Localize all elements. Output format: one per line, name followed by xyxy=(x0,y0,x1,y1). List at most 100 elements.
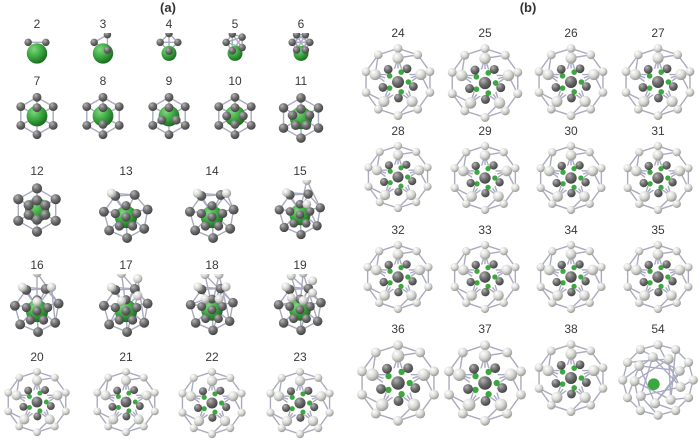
cluster-size-label: 37 xyxy=(478,322,492,336)
panel-label-b: (b) xyxy=(519,0,537,15)
cluster-size-label: 6 xyxy=(297,17,305,31)
cluster-size-label: 25 xyxy=(478,26,492,40)
cluster-38: 38 xyxy=(531,323,611,418)
cluster-size-label: 5 xyxy=(231,17,239,31)
cluster-structure-icon xyxy=(98,188,153,244)
cluster-19: 19 xyxy=(268,259,332,338)
cluster-4: 4 xyxy=(152,18,186,67)
cluster-size-label: 11 xyxy=(294,74,308,88)
cluster-structure-icon xyxy=(361,44,435,120)
cluster-structure-icon xyxy=(444,340,526,426)
cluster-size-label: 22 xyxy=(205,350,219,364)
cluster-structure-icon xyxy=(178,367,246,439)
cluster-size-label: 23 xyxy=(293,350,307,364)
cluster-size-label: 35 xyxy=(651,223,665,237)
cluster-size-label: 19 xyxy=(293,258,307,272)
cluster-size-label: 3 xyxy=(99,17,107,31)
cluster-size-label: 38 xyxy=(564,322,578,336)
cluster-16: 16 xyxy=(4,259,70,340)
cluster-structure-icon xyxy=(214,92,256,140)
cluster-26: 26 xyxy=(531,27,611,122)
cluster-size-label: 24 xyxy=(391,26,405,40)
cluster-structure-icon xyxy=(278,93,324,143)
cluster-size-label: 29 xyxy=(478,124,492,138)
cluster-structure-icon xyxy=(82,92,124,140)
cluster-25: 25 xyxy=(444,27,526,124)
cluster-structure-icon xyxy=(534,340,608,416)
cluster-structure-icon xyxy=(623,141,693,215)
cluster-size-label: 33 xyxy=(478,223,492,237)
cluster-10: 10 xyxy=(209,75,261,142)
cluster-3: 3 xyxy=(86,18,120,67)
cluster-34: 34 xyxy=(533,224,609,315)
cluster-size-label: 27 xyxy=(651,26,665,40)
cluster-size-label: 30 xyxy=(564,124,578,138)
cluster-31: 31 xyxy=(620,125,696,216)
cluster-size-label: 20 xyxy=(30,350,44,364)
cluster-size-label: 21 xyxy=(119,350,133,364)
cluster-11: 11 xyxy=(273,75,329,146)
cluster-size-label: 31 xyxy=(651,124,665,138)
cluster-structure-icon xyxy=(156,33,182,61)
cluster-size-label: 4 xyxy=(165,17,173,31)
cluster-size-label: 7 xyxy=(33,74,41,88)
cluster-29: 29 xyxy=(447,125,523,216)
cluster-size-label: 13 xyxy=(119,164,133,178)
cluster-structure-icon xyxy=(13,183,61,237)
cluster-36: 36 xyxy=(353,323,443,428)
cluster-structure-icon xyxy=(450,141,520,215)
cluster-size-label: 16 xyxy=(30,258,44,272)
cluster-size-label: 32 xyxy=(391,223,405,237)
cluster-9: 9 xyxy=(143,75,195,142)
cluster-size-label: 10 xyxy=(228,74,242,88)
cluster-14: 14 xyxy=(179,165,245,246)
cluster-54: 54 xyxy=(616,323,700,422)
cluster-structure-icon xyxy=(363,240,433,314)
cluster-structure-icon xyxy=(536,240,606,314)
cluster-size-label: 36 xyxy=(391,322,405,336)
cluster-12: 12 xyxy=(7,165,67,240)
cluster-27: 27 xyxy=(618,27,698,122)
cluster-structure-icon xyxy=(184,188,239,244)
cluster-structure-icon xyxy=(98,274,153,338)
cluster-33: 33 xyxy=(447,224,523,315)
cluster-structure-icon xyxy=(623,240,693,314)
cluster-size-label: 28 xyxy=(391,124,405,138)
cluster-size-label: 14 xyxy=(205,164,219,178)
cluster-structure-icon xyxy=(288,33,314,61)
cluster-size-label: 17 xyxy=(119,258,133,272)
cluster-size-label: 34 xyxy=(564,223,578,237)
cluster-2: 2 xyxy=(20,18,54,67)
cluster-structure-icon xyxy=(364,141,432,213)
cluster-24: 24 xyxy=(358,27,438,122)
cluster-size-label: 9 xyxy=(165,74,173,88)
cluster-structure-icon xyxy=(357,340,439,426)
cluster-size-label: 18 xyxy=(205,258,219,272)
cluster-22: 22 xyxy=(175,351,249,440)
cluster-size-label: 54 xyxy=(651,322,665,336)
cluster-17: 17 xyxy=(93,259,159,340)
cluster-structure-icon xyxy=(24,38,50,64)
cluster-structure-icon xyxy=(222,33,246,61)
cluster-size-label: 26 xyxy=(564,26,578,40)
cluster-7: 7 xyxy=(11,75,63,142)
cluster-structure-icon xyxy=(93,367,159,437)
cluster-size-label: 2 xyxy=(33,17,41,31)
cluster-structure-icon xyxy=(9,274,64,338)
cluster-23: 23 xyxy=(263,351,337,440)
cluster-structure-icon xyxy=(90,33,114,64)
cluster-structure-icon xyxy=(534,44,608,120)
cluster-21: 21 xyxy=(90,351,162,438)
cluster-size-label: 8 xyxy=(99,74,107,88)
cluster-structure-icon xyxy=(185,274,238,336)
cluster-size-label: 12 xyxy=(30,164,44,178)
cluster-20: 20 xyxy=(1,351,73,438)
cluster-32: 32 xyxy=(360,224,436,315)
cluster-37: 37 xyxy=(440,323,530,428)
cluster-structure-icon xyxy=(447,44,523,122)
cluster-28: 28 xyxy=(361,125,435,214)
cluster-structure-icon xyxy=(4,367,70,437)
cluster-structure-icon xyxy=(621,44,695,120)
cluster-30: 30 xyxy=(533,125,609,216)
cluster-5: 5 xyxy=(218,18,252,67)
